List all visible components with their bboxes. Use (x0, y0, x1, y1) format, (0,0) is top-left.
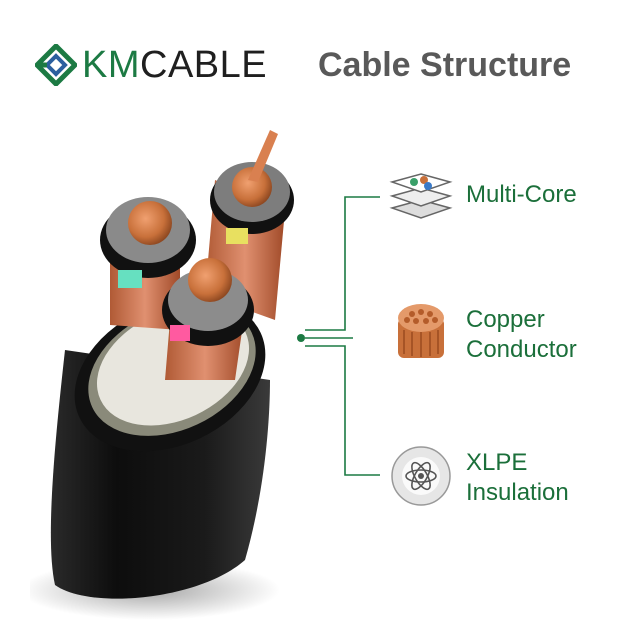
connector-lines (297, 196, 380, 476)
core-back-strands (248, 130, 278, 182)
core-left-color-band (118, 270, 142, 288)
feature-label-insulation: Insulation (466, 479, 569, 506)
core-back-copper (232, 167, 272, 207)
header: KMCABLE Cable Structure (0, 0, 640, 110)
brand-km: KM (82, 44, 140, 86)
km-logo-icon (35, 44, 77, 86)
brand-cable: CABLE (140, 44, 268, 86)
core-front-copper (188, 258, 232, 302)
core-front-color-band (170, 325, 190, 341)
feature-label-xlpe: XLPE (466, 449, 528, 476)
feature-label-copper: Copper (466, 306, 545, 333)
core-left-copper (128, 201, 172, 245)
layers-icon (389, 173, 453, 219)
page-title: Cable Structure (318, 46, 572, 84)
feature-label-multi-core: Multi-Core (466, 181, 577, 208)
cable-image (30, 130, 294, 620)
copper-strands-icon (398, 304, 444, 358)
feature-label-conductor: Conductor (466, 336, 577, 363)
atom-icon (391, 446, 451, 506)
core-back-color-band (226, 228, 248, 244)
brand-name: KMCABLE (82, 40, 267, 90)
